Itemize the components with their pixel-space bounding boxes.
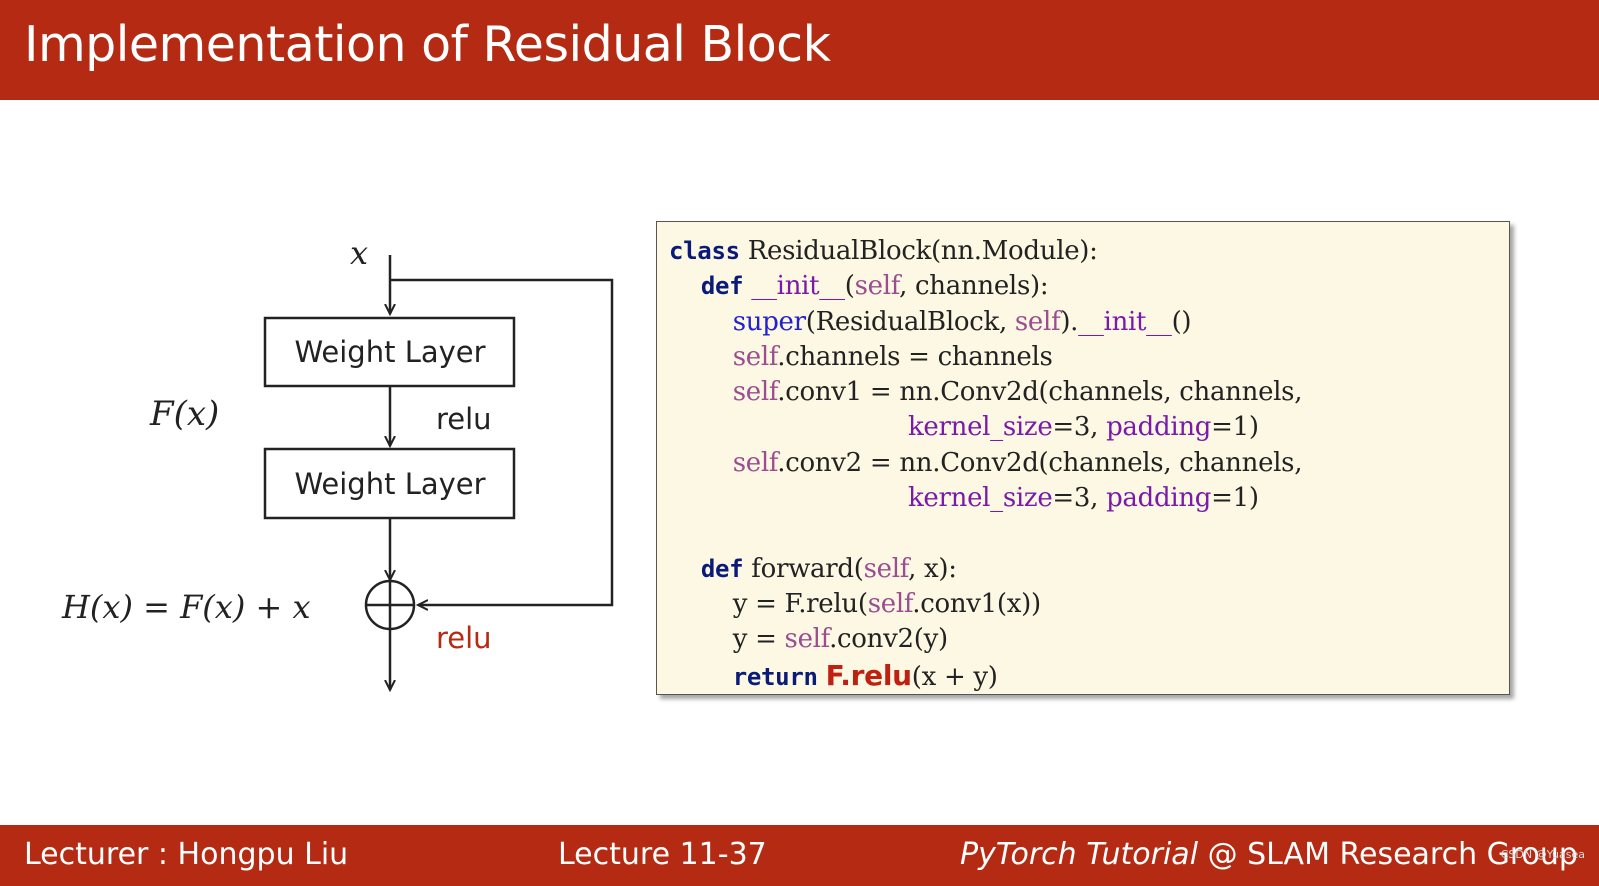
slide-header: Implementation of Residual Block <box>0 0 1599 100</box>
code-text: =3, <box>1052 412 1107 443</box>
code-text: .conv2(y) <box>829 624 948 655</box>
watermark: CSDN @Yuasea <box>1500 848 1585 861</box>
code-self: self <box>732 341 778 372</box>
relu-label-inner: relu <box>436 402 492 436</box>
code-text: , channels): <box>899 271 1049 302</box>
code-self: self <box>863 553 909 584</box>
course-group: @ SLAM Research Group <box>1198 837 1578 872</box>
code-keyword: return <box>732 662 818 691</box>
hx-equation: H(x) = F(x) + x <box>61 588 311 626</box>
code-param: kernel_size <box>907 412 1053 443</box>
code-text: =1) <box>1211 483 1259 514</box>
code-text: ResidualBlock(nn.Module): <box>739 236 1098 266</box>
code-param: kernel_size <box>907 483 1053 514</box>
code-param: padding <box>1106 483 1212 514</box>
code-param: padding <box>1106 412 1212 443</box>
code-text: ( <box>844 271 855 302</box>
code-text: .conv2 = nn.Conv2d(channels, channels, <box>777 447 1303 478</box>
code-keyword: class <box>669 237 740 265</box>
lecturer-name: Lecturer : Hongpu Liu <box>24 837 349 872</box>
fx-label: F(x) <box>149 394 219 434</box>
lecture-number: Lecture 11-37 <box>558 837 767 872</box>
code-dunder: __init__ <box>751 271 845 302</box>
code-text: , x): <box>908 553 957 584</box>
code-self: self <box>867 588 913 619</box>
skip-connection <box>390 278 614 605</box>
slide-title: Implementation of Residual Block <box>24 16 831 73</box>
code-keyword: def <box>700 554 744 583</box>
code-block: class ResidualBlock(nn.Module): def __in… <box>669 234 1302 695</box>
code-box: class ResidualBlock(nn.Module): def __in… <box>656 221 1510 695</box>
code-text: =1) <box>1211 412 1259 443</box>
code-text: forward( <box>743 553 864 584</box>
code-self: self <box>1014 306 1061 337</box>
relu-label-output: relu <box>436 621 492 655</box>
code-highlight-relu: F.relu <box>825 658 912 692</box>
code-dunder: __init__ <box>1078 306 1172 337</box>
input-x-label: x <box>350 234 368 272</box>
course-name: PyTorch Tutorial @ SLAM Research Group <box>960 837 1578 872</box>
code-self: self <box>784 624 830 655</box>
code-text: y = <box>732 624 785 655</box>
weight-layer-1 <box>263 316 516 388</box>
slide-footer: Lecturer : Hongpu Liu Lecture 11-37 PyTo… <box>0 825 1599 886</box>
code-builtin: super <box>732 306 806 337</box>
weight-layer-2-label: Weight Layer <box>294 467 485 501</box>
code-text: () <box>1171 306 1192 337</box>
code-text: y = F.relu( <box>732 588 868 619</box>
code-text: .channels = channels <box>777 341 1053 372</box>
code-text: ). <box>1060 306 1079 337</box>
code-text: (ResidualBlock, <box>805 306 1015 337</box>
code-self: self <box>732 377 778 408</box>
code-text: =3, <box>1052 483 1107 514</box>
weight-layer-1-label: Weight Layer <box>294 335 485 369</box>
residual-block-diagram: x Weight Layer relu F(x) Weight Layer H(… <box>61 234 614 820</box>
code-keyword: def <box>700 272 744 301</box>
code-self: self <box>732 447 778 478</box>
code-self: self <box>854 271 900 302</box>
course-title: PyTorch Tutorial <box>960 837 1199 872</box>
code-text: .conv1 = nn.Conv2d(channels, channels, <box>777 377 1303 408</box>
code-text: .conv1(x)) <box>912 588 1041 619</box>
code-text: (x + y) <box>911 661 998 692</box>
